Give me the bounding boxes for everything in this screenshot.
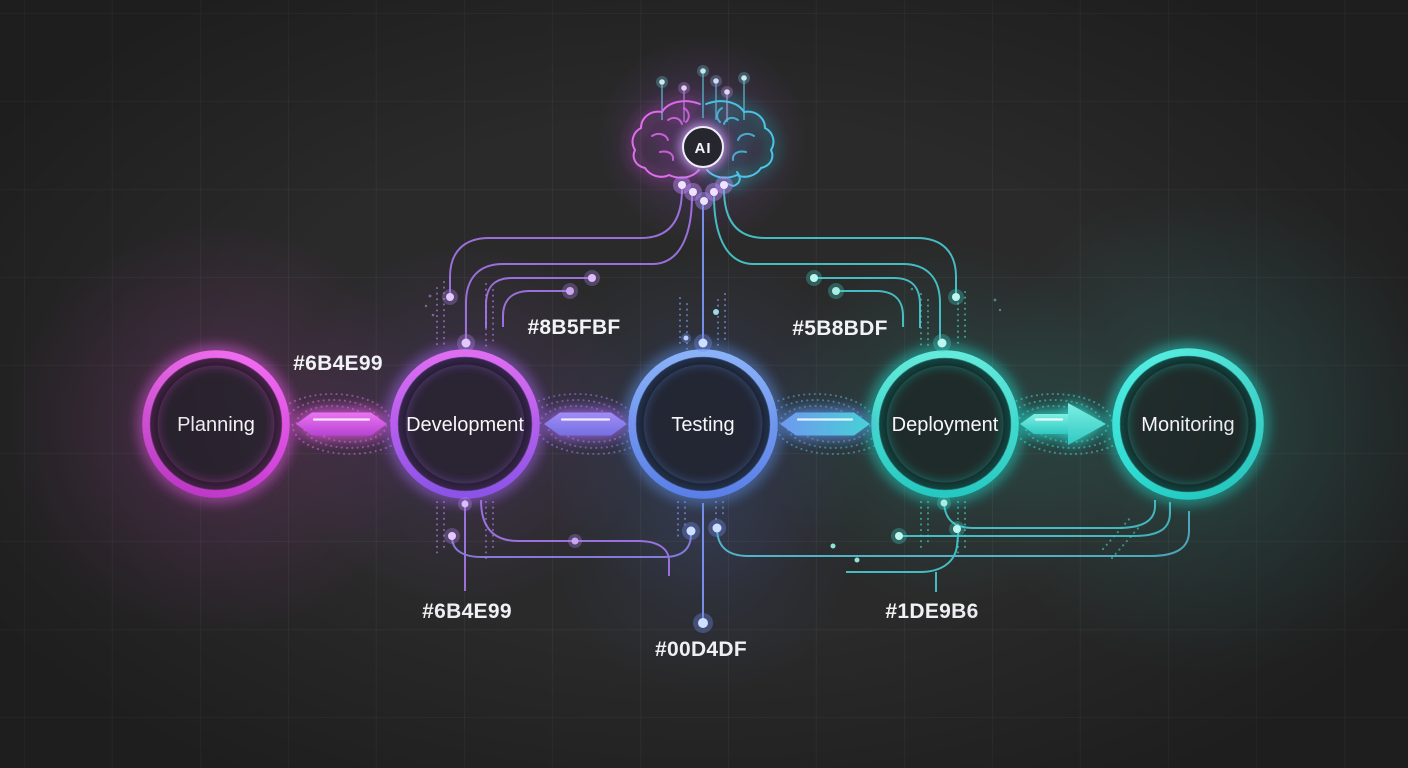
sparkle-dots (424, 287, 1002, 317)
circuit-traces-top-left (449, 188, 693, 339)
stage-label-development: Development (406, 414, 524, 436)
brain-fan-dots (673, 176, 733, 210)
color-label-top-1: #6B4E99 (293, 352, 383, 375)
arrow-development-testing (544, 412, 627, 436)
stage-label-monitoring: Monitoring (1141, 414, 1234, 436)
connection-color-labels: #6B4E99 #8B5FBF #5B8BDF #6B4E99 #00D4DF … (293, 316, 978, 661)
arrow-planning-development (296, 412, 387, 436)
antenna-lines (661, 74, 745, 122)
color-label-bottom-3: #1DE9B6 (885, 600, 978, 623)
brain-right-lobe (705, 100, 775, 188)
stage-node-monitoring: Monitoring (1112, 348, 1264, 500)
stage-label-testing: Testing (671, 414, 734, 436)
trace-endpoint-dots (442, 270, 965, 633)
color-label-top-3: #5B8BDF (792, 317, 887, 340)
color-label-bottom-1: #6B4E99 (422, 600, 512, 623)
circuit-traces-bottom-right (716, 499, 1190, 592)
stage-label-planning: Planning (177, 414, 255, 436)
arrow-testing-deployment (780, 412, 870, 436)
stage-node-development: Development (390, 349, 540, 499)
stage-node-planning: Planning (142, 350, 290, 498)
ai-core-badge: AI (682, 126, 724, 168)
brain-left-lobe (631, 100, 701, 179)
color-label-top-2: #8B5FBF (527, 316, 620, 339)
arrow-deployment-monitoring (1020, 403, 1106, 445)
antenna-tip-dots (656, 65, 750, 98)
stage-node-testing: Testing (628, 349, 778, 499)
ai-core-label: AI (695, 140, 712, 157)
color-label-bottom-2: #00D4DF (655, 638, 747, 661)
stage-label-deployment: Deployment (892, 414, 999, 436)
ai-brain-icon: AI (631, 65, 775, 210)
stage-node-deployment: Deployment (871, 350, 1019, 498)
